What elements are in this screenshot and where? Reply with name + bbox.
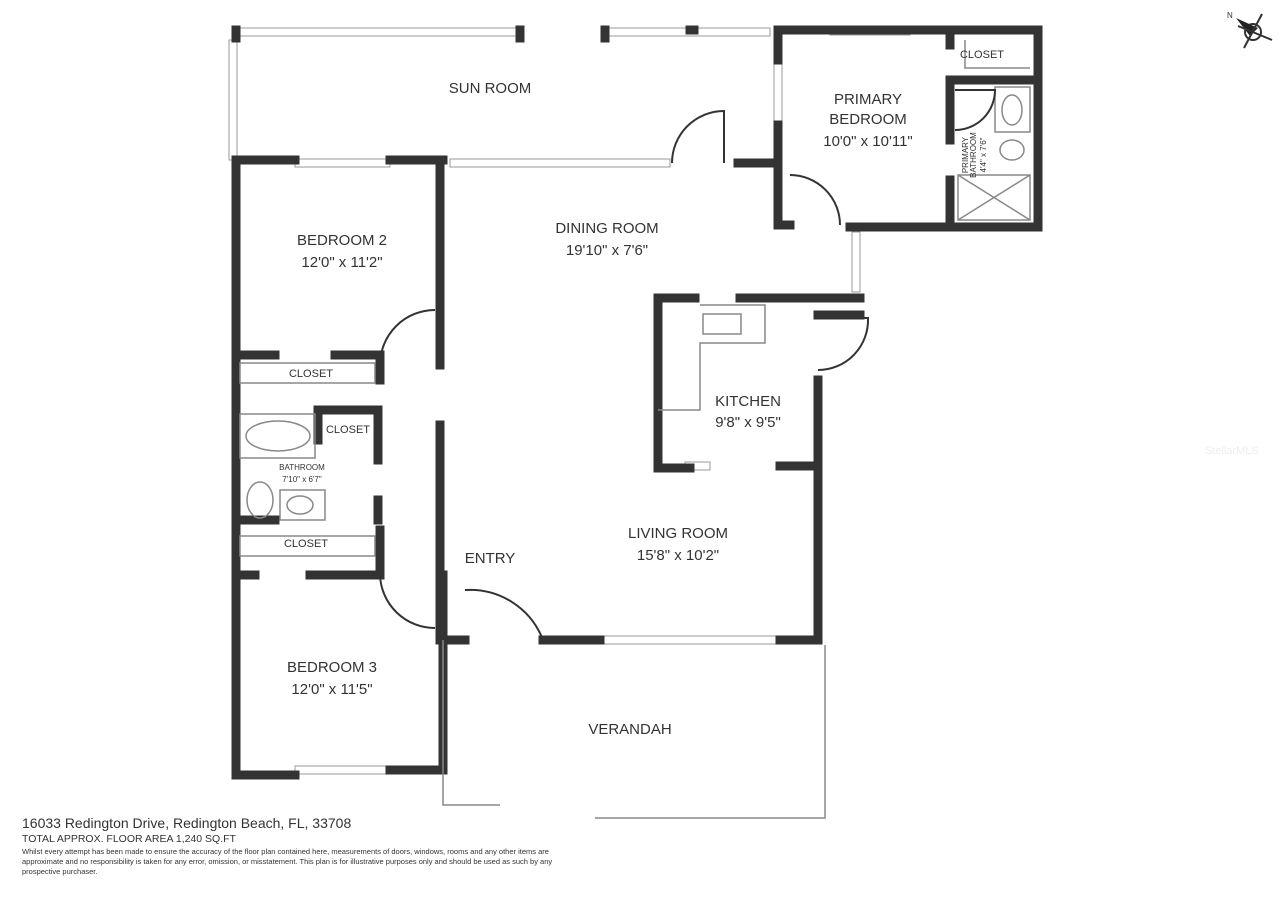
bedroom-3-label: BEDROOM 3	[287, 659, 377, 676]
floor-area: TOTAL APPROX. FLOOR AREA 1,240 SQ.FT	[22, 833, 236, 845]
bedroom-3-size: 12'0" x 11'5"	[291, 681, 372, 698]
entry-label: ENTRY	[465, 550, 516, 567]
footer: 16033 Redington Drive, Redington Beach, …	[22, 815, 582, 877]
bedroom-2-size: 12'0" x 11'2"	[301, 254, 382, 271]
bathroom-size: 7'10" x 6'7"	[282, 475, 322, 484]
primary-bathroom-label: PRIMARY	[961, 136, 970, 173]
room-labels: SUN ROOM PRIMARY BEDROOM 10'0" x 10'11" …	[279, 49, 1004, 738]
kitchen-size: 9'8" x 9'5"	[715, 414, 781, 431]
closet-label: CLOSET	[289, 368, 333, 380]
watermark: StellarMLS	[1205, 445, 1259, 457]
living-room-label: LIVING ROOM	[628, 525, 728, 542]
fixtures	[239, 40, 1031, 819]
svg-text:BEDROOM: BEDROOM	[829, 111, 907, 128]
address: 16033 Redington Drive, Redington Beach, …	[22, 815, 352, 831]
closet-label: CLOSET	[284, 538, 328, 550]
svg-text:BATHROOM: BATHROOM	[969, 132, 978, 178]
verandah-label: VERANDAH	[588, 721, 671, 738]
kitchen-label: KITCHEN	[715, 393, 781, 410]
bathroom-label: BATHROOM	[279, 463, 325, 472]
doors	[379, 89, 997, 641]
sun-room-label: SUN ROOM	[449, 80, 532, 97]
svg-text:N: N	[1227, 11, 1233, 20]
living-room-size: 15'8" x 10'2"	[637, 547, 719, 564]
disclaimer: Whilst every attempt has been made to en…	[22, 847, 553, 876]
dining-room-size: 19'10" x 7'6"	[566, 242, 648, 259]
primary-bedroom-label: PRIMARY	[834, 91, 902, 108]
closet-label: CLOSET	[326, 424, 370, 436]
bedroom-2-label: BEDROOM 2	[297, 232, 387, 249]
compass-icon: N	[1227, 11, 1273, 49]
primary-closet-label: CLOSET	[960, 49, 1004, 61]
primary-bedroom-size: 10'0" x 10'11"	[823, 133, 913, 150]
primary-bathroom-size: 4'4" x 7'6"	[979, 137, 988, 172]
dining-room-label: DINING ROOM	[555, 220, 658, 237]
